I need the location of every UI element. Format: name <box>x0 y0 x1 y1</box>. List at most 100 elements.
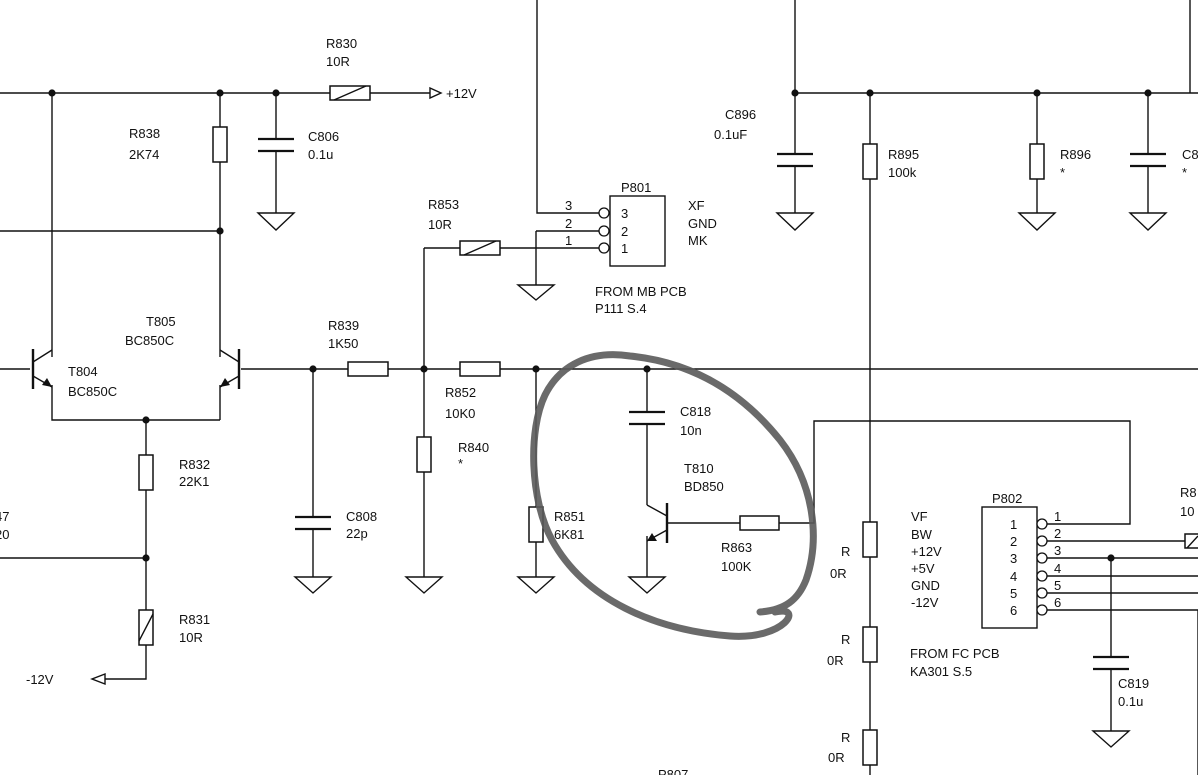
r830-value: 10R <box>326 54 350 69</box>
p801-box-pin-1: 1 <box>621 241 628 256</box>
r-a-value: 0R <box>830 566 847 581</box>
r840-ref: R840 <box>458 440 489 455</box>
p802-signal-minus12: -12V <box>911 595 939 610</box>
resistor-r831: R831 10R <box>138 609 210 646</box>
p802-signal-plus5: +5V <box>911 561 935 576</box>
p801-box-pin-2: 2 <box>621 224 628 239</box>
r838-value: 2K74 <box>129 147 159 162</box>
r832-ref: R832 <box>179 457 210 472</box>
r852-ref: R852 <box>445 385 476 400</box>
p802-signal-gnd: GND <box>911 578 940 593</box>
r839-ref: R839 <box>328 318 359 333</box>
p802-source-line-1: FROM FC PCB <box>910 646 1000 661</box>
r831-value: 10R <box>179 630 203 645</box>
c818-value: 10n <box>680 423 702 438</box>
capacitor-c818: C818 10n <box>629 404 711 438</box>
junction-dots <box>48 89 1152 562</box>
edge-left-top: 47 <box>0 509 9 524</box>
p802-box-pin-6: 6 <box>1010 603 1017 618</box>
power-minus12-label: -12V <box>26 672 54 687</box>
t804-type: BC850C <box>68 384 117 399</box>
connector-p801: P801 3 2 1 3 2 1 XF GND MK FROM MB PCB P… <box>565 180 717 316</box>
p802-box-pin-3: 3 <box>1010 551 1017 566</box>
c896-value: 0.1uF <box>714 127 747 142</box>
c8-partial-value: * <box>1182 165 1187 180</box>
c806-value: 0.1u <box>308 147 333 162</box>
transistor-t804: T804 BC850C <box>31 349 117 399</box>
edge-right-ref: R8 <box>1180 485 1197 500</box>
resistor-r853: R853 10R <box>428 197 501 256</box>
resistor-r-b: R 0R <box>827 626 878 668</box>
resistor-r895: R895 100k <box>862 143 919 180</box>
r863-ref: R863 <box>721 540 752 555</box>
transistor-t810: T810 BD850 <box>646 461 724 543</box>
t810-type: BD850 <box>684 479 724 494</box>
resistor-r838: R838 2K74 <box>129 126 228 163</box>
p801-signal-mk: MK <box>688 233 708 248</box>
connector-p802: P802 1 2 3 4 5 6 1 2 3 4 5 6 VF BW +12V … <box>910 491 1061 679</box>
p802-wire-pin-4: 4 <box>1054 561 1061 576</box>
p802-wire-pin-1: 1 <box>1054 509 1061 524</box>
edge-left-bottom: 20 <box>0 527 9 542</box>
p802-wire-pin-6: 6 <box>1054 595 1061 610</box>
r852-value: 10K0 <box>445 406 475 421</box>
power-plus12-arrow: +12V <box>429 86 477 101</box>
r839-value: 1K50 <box>328 336 358 351</box>
p802-signal-plus12: +12V <box>911 544 942 559</box>
c8-partial-ref: C8 <box>1182 147 1198 162</box>
c818-ref: C818 <box>680 404 711 419</box>
t805-ref: T805 <box>146 314 176 329</box>
p802-box-pin-2: 2 <box>1010 534 1017 549</box>
r838-ref: R838 <box>129 126 160 141</box>
r896-ref: R896 <box>1060 147 1091 162</box>
capacitor-c896: C896 0.1uF <box>714 107 813 168</box>
c808-value: 22p <box>346 526 368 541</box>
capacitor-c808: C808 22p <box>295 509 377 541</box>
p807-ref: P807 <box>658 767 688 775</box>
capacitor-c806: C806 0.1u <box>258 129 339 162</box>
r830-ref: R830 <box>326 36 357 51</box>
r851-value: 6K81 <box>554 527 584 542</box>
resistor-r-c: R 0R <box>828 729 878 766</box>
p802-box-pin-1: 1 <box>1010 517 1017 532</box>
ground-symbols <box>256 212 1168 748</box>
edge-right-value: 10 <box>1180 504 1194 519</box>
c819-ref: C819 <box>1118 676 1149 691</box>
p801-wire-pin-1: 1 <box>565 233 572 248</box>
r-b-ref: R <box>841 632 850 647</box>
p802-wire-pin-5: 5 <box>1054 578 1061 593</box>
r863-value: 100K <box>721 559 752 574</box>
power-minus12-arrow: -12V <box>26 672 106 687</box>
p801-signal-xf: XF <box>688 198 705 213</box>
c819-value: 0.1u <box>1118 694 1143 709</box>
resistor-r840: R840 * <box>416 436 489 473</box>
r840-value: * <box>458 456 463 471</box>
p801-wire-pin-2: 2 <box>565 216 572 231</box>
t810-ref: T810 <box>684 461 714 476</box>
resistor-r830: R830 10R <box>326 36 371 101</box>
p801-ref: P801 <box>621 180 651 195</box>
power-plus12-label: +12V <box>446 86 477 101</box>
c806-ref: C806 <box>308 129 339 144</box>
resistor-r896: R896 * <box>1029 143 1091 180</box>
p801-box-pin-3: 3 <box>621 206 628 221</box>
r-b-value: 0R <box>827 653 844 668</box>
resistor-r852: R852 10K0 <box>445 361 501 421</box>
p802-box-pin-5: 5 <box>1010 586 1017 601</box>
r895-value: 100k <box>888 165 917 180</box>
p802-signal-bw: BW <box>911 527 933 542</box>
p802-box-pin-4: 4 <box>1010 569 1017 584</box>
p801-signal-gnd: GND <box>688 216 717 231</box>
r895-ref: R895 <box>888 147 919 162</box>
p802-signal-vf: VF <box>911 509 928 524</box>
r853-value: 10R <box>428 217 452 232</box>
resistor-r832: R832 22K1 <box>138 454 210 491</box>
r853-ref: R853 <box>428 197 459 212</box>
p802-ref: P802 <box>992 491 1022 506</box>
p801-wire-pin-3: 3 <box>565 198 572 213</box>
t804-ref: T804 <box>68 364 98 379</box>
highlight-ring <box>530 351 817 640</box>
p802-source-line-2: KA301 S.5 <box>910 664 972 679</box>
